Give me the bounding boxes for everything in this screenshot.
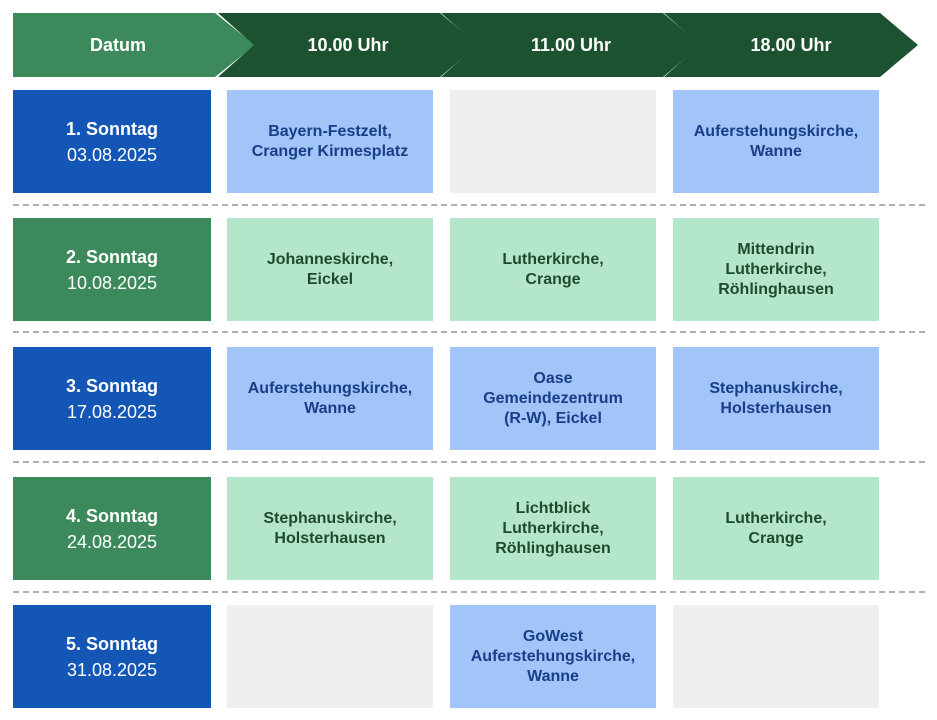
row-divider xyxy=(13,204,925,206)
date-label: 17.08.2025 xyxy=(66,401,158,422)
slot-text: Stephanuskirche, Holsterhausen xyxy=(263,509,397,547)
slot-10-uhr: Bayern-Festzelt, Cranger Kirmesplatz xyxy=(227,90,433,193)
schedule-row-5: 5. Sonntag 31.08.2025 GoWest Auferstehun… xyxy=(0,605,937,708)
slot-text: Johanneskirche, Eickel xyxy=(266,250,394,288)
slot-text: Auferstehungskirche, Wanne xyxy=(693,122,859,160)
date-cell: 5. Sonntag 31.08.2025 xyxy=(13,605,211,708)
slot-10-uhr: Auferstehungskirche, Wanne xyxy=(227,347,433,450)
slot-text: Bayern-Festzelt, Cranger Kirmesplatz xyxy=(251,122,409,160)
sunday-label: 1. Sonntag xyxy=(65,118,158,139)
slot-text: GoWest Auferstehungskirche, Wanne xyxy=(470,627,636,685)
slot-text: Lichtblick Lutherkirche, Röhlinghausen xyxy=(495,499,611,557)
date-cell: 3. Sonntag 17.08.2025 xyxy=(13,347,211,450)
row-divider xyxy=(13,591,925,593)
slot-10-uhr: Johanneskirche, Eickel xyxy=(227,218,433,321)
slot-18-uhr: Mittendrin Lutherkirche, Röhlinghausen xyxy=(673,218,879,321)
slot-10-uhr: Stephanuskirche, Holsterhausen xyxy=(227,477,433,580)
sunday-label: 3. Sonntag xyxy=(65,375,158,396)
slot-10-uhr xyxy=(227,605,433,708)
slot-11-uhr: Oase Gemeindezentrum (R-W), Eickel xyxy=(450,347,656,450)
slot-text: Lutherkirche, Crange xyxy=(502,250,604,288)
header-11-uhr: 11.00 Uhr xyxy=(441,13,701,77)
header-label: 18.00 Uhr xyxy=(750,34,832,55)
date-cell: 1. Sonntag 03.08.2025 xyxy=(13,90,211,193)
header-chevron-shape xyxy=(664,13,918,77)
slot-18-uhr: Lutherkirche, Crange xyxy=(673,477,879,580)
slot-text: Lutherkirche, Crange xyxy=(725,509,827,547)
sunday-label: 2. Sonntag xyxy=(65,246,158,267)
slot-text: Mittendrin Lutherkirche, Röhlinghausen xyxy=(718,240,834,298)
slot-text: Stephanuskirche, Holsterhausen xyxy=(709,379,843,417)
header-chevron-shape xyxy=(218,13,478,77)
date-label: 03.08.2025 xyxy=(66,144,158,165)
slot-11-uhr: GoWest Auferstehungskirche, Wanne xyxy=(450,605,656,708)
slot-text: Auferstehungskirche, Wanne xyxy=(247,379,413,417)
date-label: 10.08.2025 xyxy=(66,272,158,293)
schedule-row-4: 4. Sonntag 24.08.2025 Stephanuskirche, H… xyxy=(0,477,937,580)
header-label: Datum xyxy=(89,34,146,55)
schedule-row-3: 3. Sonntag 17.08.2025 Auferstehungskirch… xyxy=(0,347,937,450)
header-chevron-shape xyxy=(441,13,701,77)
sunday-label: 4. Sonntag xyxy=(65,505,158,526)
schedule-row-2: 2. Sonntag 10.08.2025 Johanneskirche, Ei… xyxy=(0,218,937,321)
date-label: 31.08.2025 xyxy=(66,659,158,680)
slot-18-uhr xyxy=(673,605,879,708)
slot-11-uhr: Lichtblick Lutherkirche, Röhlinghausen xyxy=(450,477,656,580)
header-18-uhr: 18.00 Uhr xyxy=(664,13,918,77)
header-datum: Datum xyxy=(13,13,255,77)
slot-text: Oase Gemeindezentrum (R-W), Eickel xyxy=(483,369,623,427)
row-divider xyxy=(13,461,925,463)
slot-18-uhr: Stephanuskirche, Holsterhausen xyxy=(673,347,879,450)
schedule-row-1: 1. Sonntag 03.08.2025 Bayern-Festzelt, C… xyxy=(0,90,937,193)
date-cell: 4. Sonntag 24.08.2025 xyxy=(13,477,211,580)
slot-11-uhr: Lutherkirche, Crange xyxy=(450,218,656,321)
date-label: 24.08.2025 xyxy=(66,531,158,552)
sunday-label: 5. Sonntag xyxy=(65,633,158,654)
slot-11-uhr xyxy=(450,90,656,193)
row-divider xyxy=(13,331,925,333)
date-cell: 2. Sonntag 10.08.2025 xyxy=(13,218,211,321)
header-chevron-shape xyxy=(13,13,255,77)
header-label: 11.00 Uhr xyxy=(530,34,612,55)
header-label: 10.00 Uhr xyxy=(307,34,389,55)
header-10-uhr: 10.00 Uhr xyxy=(218,13,478,77)
slot-18-uhr: Auferstehungskirche, Wanne xyxy=(673,90,879,193)
